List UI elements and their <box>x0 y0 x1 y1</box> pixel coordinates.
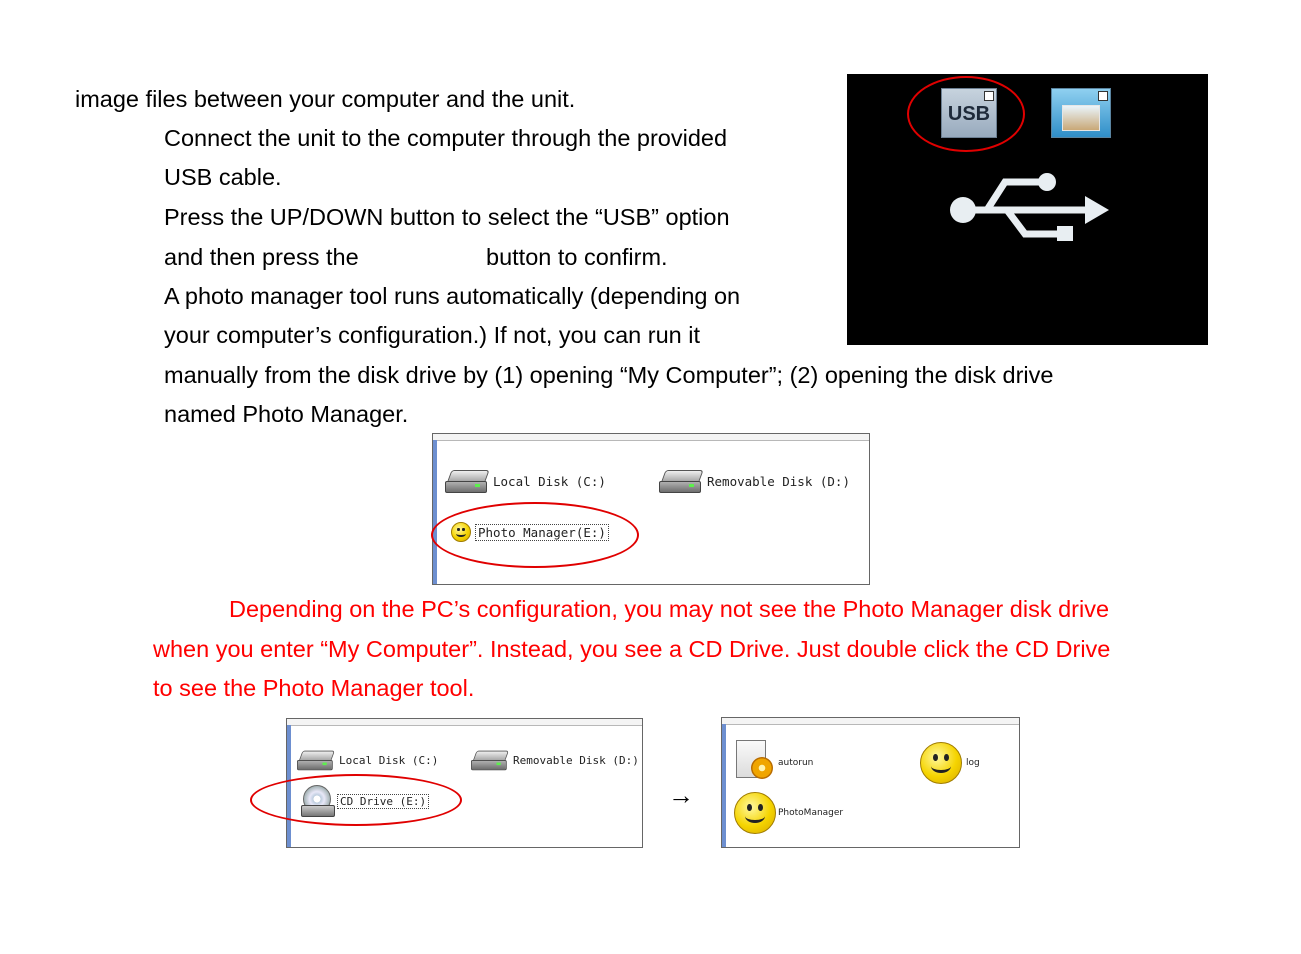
picture-icon <box>1062 105 1100 131</box>
explorer-window-cd-contents: autorun log PhotoManager <box>721 717 1020 848</box>
highlight-circle <box>907 76 1025 152</box>
drive-label: Local Disk (C:) <box>493 473 606 489</box>
step-photo-manager-cont-2: manually from the disk drive by (1) open… <box>164 362 1054 388</box>
photomanager-file-smiley-icon[interactable] <box>734 792 776 834</box>
step-photo-manager: A photo manager tool runs automatically … <box>164 283 741 309</box>
step-select-usb: Press the UP/DOWN button to select the “… <box>164 204 730 230</box>
drive-label: Removable Disk (D:) <box>513 753 639 767</box>
checkbox-icon <box>1098 91 1108 101</box>
hard-disk-icon <box>659 470 704 493</box>
highlight-circle <box>431 502 639 568</box>
drive-local-disk[interactable]: Local Disk (C:) <box>297 749 438 771</box>
hard-disk-icon <box>297 750 335 771</box>
hard-disk-icon <box>445 470 490 493</box>
step-photo-manager-cont-3: named Photo Manager. <box>164 401 409 427</box>
hard-disk-icon <box>471 750 509 771</box>
drive-removable-disk[interactable]: Removable Disk (D:) <box>471 749 639 771</box>
log-file-smiley-icon[interactable] <box>920 742 962 784</box>
step-select-usb-cont-b: button to confirm. <box>486 244 668 270</box>
device-screen: USB <box>847 74 1208 345</box>
window-topbar <box>433 434 869 441</box>
window-topbar <box>722 718 1019 725</box>
body-line-1: image files between your computer and th… <box>75 86 576 112</box>
note-line-3: to see the Photo Manager tool. <box>153 675 475 701</box>
window-topbar <box>287 719 642 726</box>
step-connect-cont: USB cable. <box>164 164 282 190</box>
autorun-file-icon[interactable] <box>736 740 773 779</box>
drive-label: Local Disk (C:) <box>339 753 439 767</box>
drive-removable-disk[interactable]: Removable Disk (D:) <box>659 470 850 493</box>
photomanager-file-label: PhotoManager <box>778 808 844 818</box>
window-sidebar <box>433 440 437 584</box>
highlight-circle <box>250 774 462 826</box>
note-line-2: when you enter “My Computer”. Instead, y… <box>153 636 1111 662</box>
explorer-window-drives: Local Disk (C:) Removable Disk (D:) Phot… <box>431 433 870 585</box>
drive-label: Removable Disk (D:) <box>707 473 850 489</box>
usb-symbol-icon <box>950 173 1109 241</box>
arrow-right-icon: → <box>668 780 694 810</box>
note-line-1: Depending on the PC’s configuration, you… <box>229 596 1110 622</box>
step-photo-manager-cont-1: your computer’s configuration.) If not, … <box>164 322 700 348</box>
photo-option-icon <box>1051 88 1111 138</box>
window-sidebar <box>722 724 726 847</box>
drive-local-disk[interactable]: Local Disk (C:) <box>445 470 606 493</box>
step-select-usb-cont-a: and then press the <box>164 244 359 270</box>
step-connect: Connect the unit to the computer through… <box>164 125 728 151</box>
gear-icon <box>751 757 773 779</box>
log-file-label: log <box>966 758 980 768</box>
autorun-file-label: autorun <box>778 758 814 768</box>
